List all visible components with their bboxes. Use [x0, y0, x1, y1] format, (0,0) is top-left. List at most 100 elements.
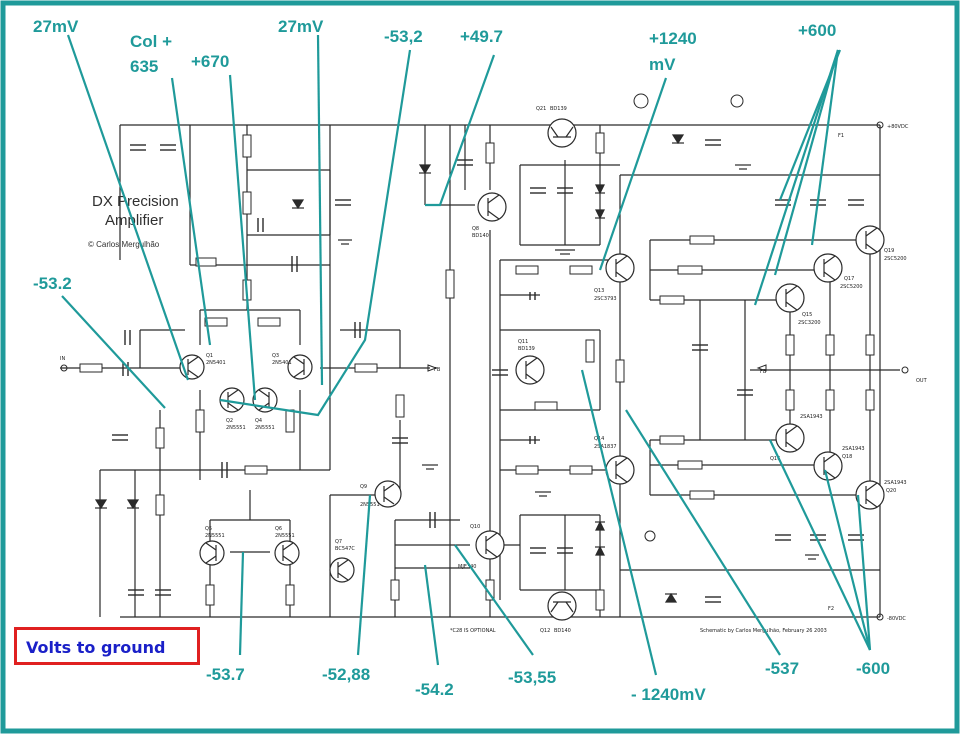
fuse-top-label: F1: [838, 133, 844, 139]
voltage-annotations: 27mV Col + 635 +670 27mV -53,2 +49.7 +12…: [33, 17, 890, 704]
q10-label: Q10: [470, 524, 480, 530]
legend-box: Volts to ground: [14, 627, 200, 665]
transistor-q20: [855, 480, 885, 510]
q3-label: Q3: [272, 353, 279, 359]
annotation-54-2: -54.2: [415, 680, 454, 699]
q19-label: Q19: [884, 248, 894, 254]
transistor-q18: [813, 451, 843, 481]
transistor-q13: [605, 253, 635, 283]
transistor-q16: [775, 423, 805, 453]
q6-part: 2N5551: [275, 533, 295, 539]
q14-part: 2SA1837: [594, 444, 617, 450]
io-terminals: [60, 121, 909, 621]
q15-part: 2SC3200: [798, 320, 821, 326]
rail-io-labels: +80VDC -80VDC F1 F2 IN OUT FB FB *C28 IS…: [60, 124, 928, 634]
output-label: OUT: [916, 378, 928, 384]
q15-label: Q15: [802, 312, 812, 318]
schematic-title: DX Precision Amplifier © Carlos Mergulhã…: [88, 193, 179, 249]
legend-text: Volts to ground: [26, 638, 166, 657]
transistor-q14: [605, 455, 635, 485]
q18-label: Q18: [842, 454, 852, 460]
q20-label: Q20: [886, 488, 896, 494]
annotation-1240: +1240: [649, 29, 697, 48]
transistor-q3: [287, 354, 313, 380]
q21-part: BD139: [550, 106, 567, 112]
transistor-q11: [515, 355, 545, 385]
annotation-53-55: -53,55: [508, 668, 556, 687]
transistor-q12: [547, 591, 577, 621]
grounds: [338, 164, 819, 560]
feedback-label-right: FB: [760, 369, 767, 375]
optional-note: *C28 IS OPTIONAL: [450, 628, 496, 634]
annotation-52-88: -52,88: [322, 665, 370, 684]
transistor-q5: [199, 540, 225, 566]
q5-label: Q5: [205, 526, 212, 532]
fuse-bottom-label: F2: [828, 606, 834, 612]
q17-part: 2SC5200: [840, 284, 863, 290]
q12-part: BD140: [554, 628, 571, 634]
negative-rail-label: -80VDC: [887, 616, 906, 622]
transistor-q9: [374, 480, 402, 508]
footer-note: Schematic by Carlos Mergulhão, February …: [700, 628, 827, 634]
transistor-labels: Q1 2N5401 Q2 2N5551 Q3 2N5401 Q4 2N5551 …: [205, 106, 907, 634]
q11-part: BD139: [518, 346, 535, 352]
q10-part: MJE340: [458, 564, 477, 570]
q20-part: 2SA1943: [884, 480, 907, 486]
q4-part: 2N5551: [255, 425, 275, 431]
annotation-minus-1240mv: - 1240mV: [631, 685, 706, 704]
test-points: [633, 93, 744, 542]
q5-part: 2N5551: [205, 533, 225, 539]
annotation-635: 635: [130, 57, 158, 76]
positive-rail-label: +80VDC: [887, 124, 909, 130]
q7-part: BC547C: [335, 546, 355, 552]
annotation-col-plus: Col +: [130, 32, 172, 51]
input-label: IN: [60, 356, 65, 362]
q19-part: 2SC5200: [884, 256, 907, 262]
q1-part: 2N5401: [206, 360, 226, 366]
transistor-q10: [475, 530, 505, 560]
q9-label: Q9: [360, 484, 367, 490]
q16-part: 2SA1943: [800, 414, 823, 420]
q11-label: Q11: [518, 339, 528, 345]
q21-label: Q21: [536, 106, 546, 112]
capacitors: [112, 139, 864, 603]
q12-label: Q12: [540, 628, 550, 634]
annotation-53-2-comma: -53,2: [384, 27, 423, 46]
transistor-q17: [813, 253, 843, 283]
annotation-53-2-dot: -53.2: [33, 274, 72, 293]
title-line2: Amplifier: [105, 212, 163, 229]
feedback-label-left: FB: [434, 367, 441, 373]
annotation-53-7: -53.7: [206, 665, 245, 684]
annotation-27mv-right: 27mV: [278, 17, 324, 36]
annotation-670: +670: [191, 52, 229, 71]
wires: [60, 124, 900, 618]
annotation-minus-600: -600: [856, 659, 890, 678]
transistor-q7: [329, 557, 355, 583]
resistors: [79, 132, 875, 611]
annotation-537: -537: [765, 659, 799, 678]
transistor-q6: [274, 540, 300, 566]
transistor-symbols: [179, 118, 885, 621]
q16-label: Q16: [770, 456, 780, 462]
q6-label: Q6: [275, 526, 282, 532]
q1-label: Q1: [206, 353, 213, 359]
q8-part: BD140: [472, 233, 489, 239]
title-line1: DX Precision: [92, 193, 179, 210]
q8-label: Q8: [472, 226, 479, 232]
q4-label: Q4: [255, 418, 262, 424]
q3-part: 2N5401: [272, 360, 292, 366]
q7-label: Q7: [335, 539, 342, 545]
q2-label: Q2: [226, 418, 233, 424]
q2-part: 2N5551: [226, 425, 246, 431]
annotation-plus-600: +600: [798, 21, 836, 40]
q18-part: 2SA1943: [842, 446, 865, 452]
author-credit: © Carlos Mergulhão: [88, 240, 160, 249]
q17-label: Q17: [844, 276, 854, 282]
q13-part: 2SC3793: [594, 296, 617, 302]
annotation-49-7: +49.7: [460, 27, 503, 46]
transistor-q19: [855, 225, 885, 255]
diodes: [94, 134, 685, 603]
